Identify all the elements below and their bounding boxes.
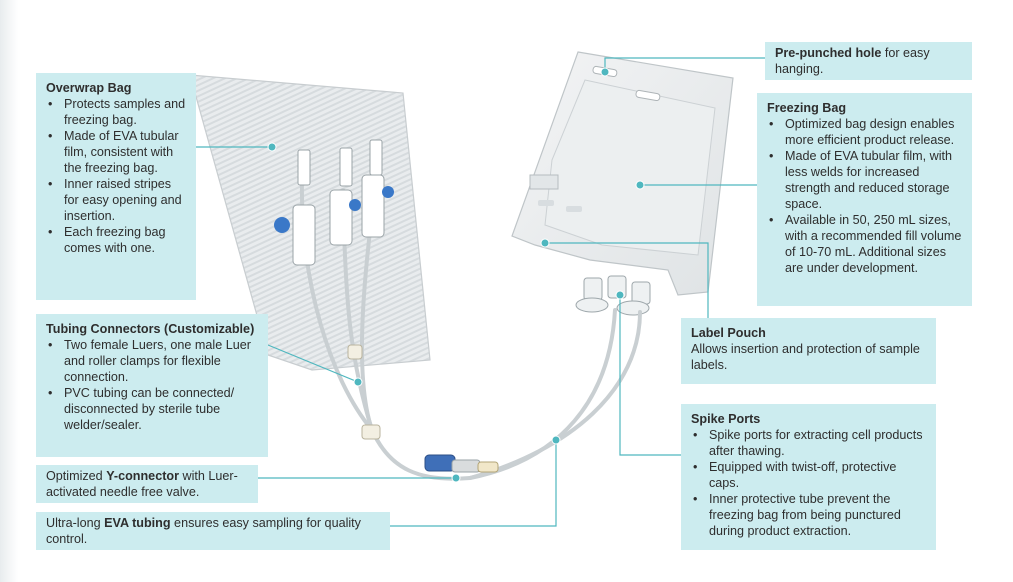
freezing-bag-callout: Freezing Bag Optimized bag design enable… [757, 93, 972, 306]
spike-ports-list: Spike ports for extracting cell products… [691, 427, 926, 539]
list-item: Made of EVA tubular film, with less weld… [767, 148, 962, 212]
eva-tubing-bold: EVA tubing [104, 516, 171, 530]
list-item: Each freezing bag comes with one. [46, 224, 186, 256]
label-pouch-callout: Label Pouch Allows insertion and protect… [681, 318, 936, 384]
y-connector-suffix: with Luer-activated needle free valve. [46, 469, 238, 499]
list-item: PVC tubing can be connected/ disconnecte… [46, 385, 258, 433]
tubing-connectors-title: Tubing Connectors (Customizable) [46, 322, 255, 336]
overwrap-bag-title: Overwrap Bag [46, 81, 132, 95]
y-connector-marker [451, 473, 461, 483]
list-item: Made of EVA tubular film, consistent wit… [46, 128, 186, 176]
pre-punched-hole-marker [600, 67, 610, 77]
freezing-bag-marker [635, 180, 645, 190]
hole-suffix: for easy hanging. [775, 46, 930, 76]
hole-bold: Pre-punched hole [775, 46, 882, 60]
freezing-bag-list: Optimized bag design enables more effici… [767, 116, 962, 276]
freezing-bag-image [511, 51, 734, 316]
eva-tubing-prefix: Ultra-long [46, 516, 105, 530]
list-item: Available in 50, 250 mL sizes, with a re… [767, 212, 962, 276]
eva-tubing-marker [551, 435, 561, 445]
tubing-connectors-list: Two female Luers, one male Luer and roll… [46, 337, 258, 433]
page-edge-shadow [0, 0, 18, 582]
label-pouch-marker [540, 238, 550, 248]
list-item: Two female Luers, one male Luer and roll… [46, 337, 258, 385]
eva-tubing-suffix: ensures easy sampling for quality contro… [46, 516, 361, 546]
pre-punched-hole-callout: Pre-punched hole for easy hanging. [765, 42, 972, 80]
list-item: Inner protective tube prevent the freezi… [691, 491, 926, 539]
connectors-image [274, 139, 499, 473]
overwrap-bag-list: Protects samples and freezing bag. Made … [46, 96, 186, 256]
list-item: Optimized bag design enables more effici… [767, 116, 962, 148]
list-item: Inner raised stripes for easy opening an… [46, 176, 186, 224]
list-item: Spike ports for extracting cell products… [691, 427, 926, 459]
freezing-bag-title: Freezing Bag [767, 101, 847, 115]
y-connector-callout: Optimized Y-connector with Luer-activate… [36, 465, 258, 503]
y-connector-bold: Y-connector [106, 469, 179, 483]
y-connector-prefix: Optimized [46, 469, 107, 483]
label-pouch-text: Allows insertion and protection of sampl… [691, 342, 920, 372]
tubing-connectors-callout: Tubing Connectors (Customizable) Two fem… [36, 314, 268, 457]
spike-ports-marker [615, 290, 625, 300]
overwrap-bag-callout: Overwrap Bag Protects samples and freezi… [36, 73, 196, 300]
list-item: Protects samples and freezing bag. [46, 96, 186, 128]
eva-tubing-callout: Ultra-long EVA tubing ensures easy sampl… [36, 512, 390, 550]
list-item: Equipped with twist-off, protective caps… [691, 459, 926, 491]
overwrap-bag-marker [267, 142, 277, 152]
spike-ports-callout: Spike Ports Spike ports for extracting c… [681, 404, 936, 550]
tubing-connectors-marker [353, 377, 363, 387]
spike-ports-title: Spike Ports [691, 412, 761, 426]
leader-lines [195, 57, 770, 527]
label-pouch-title: Label Pouch [691, 326, 766, 340]
